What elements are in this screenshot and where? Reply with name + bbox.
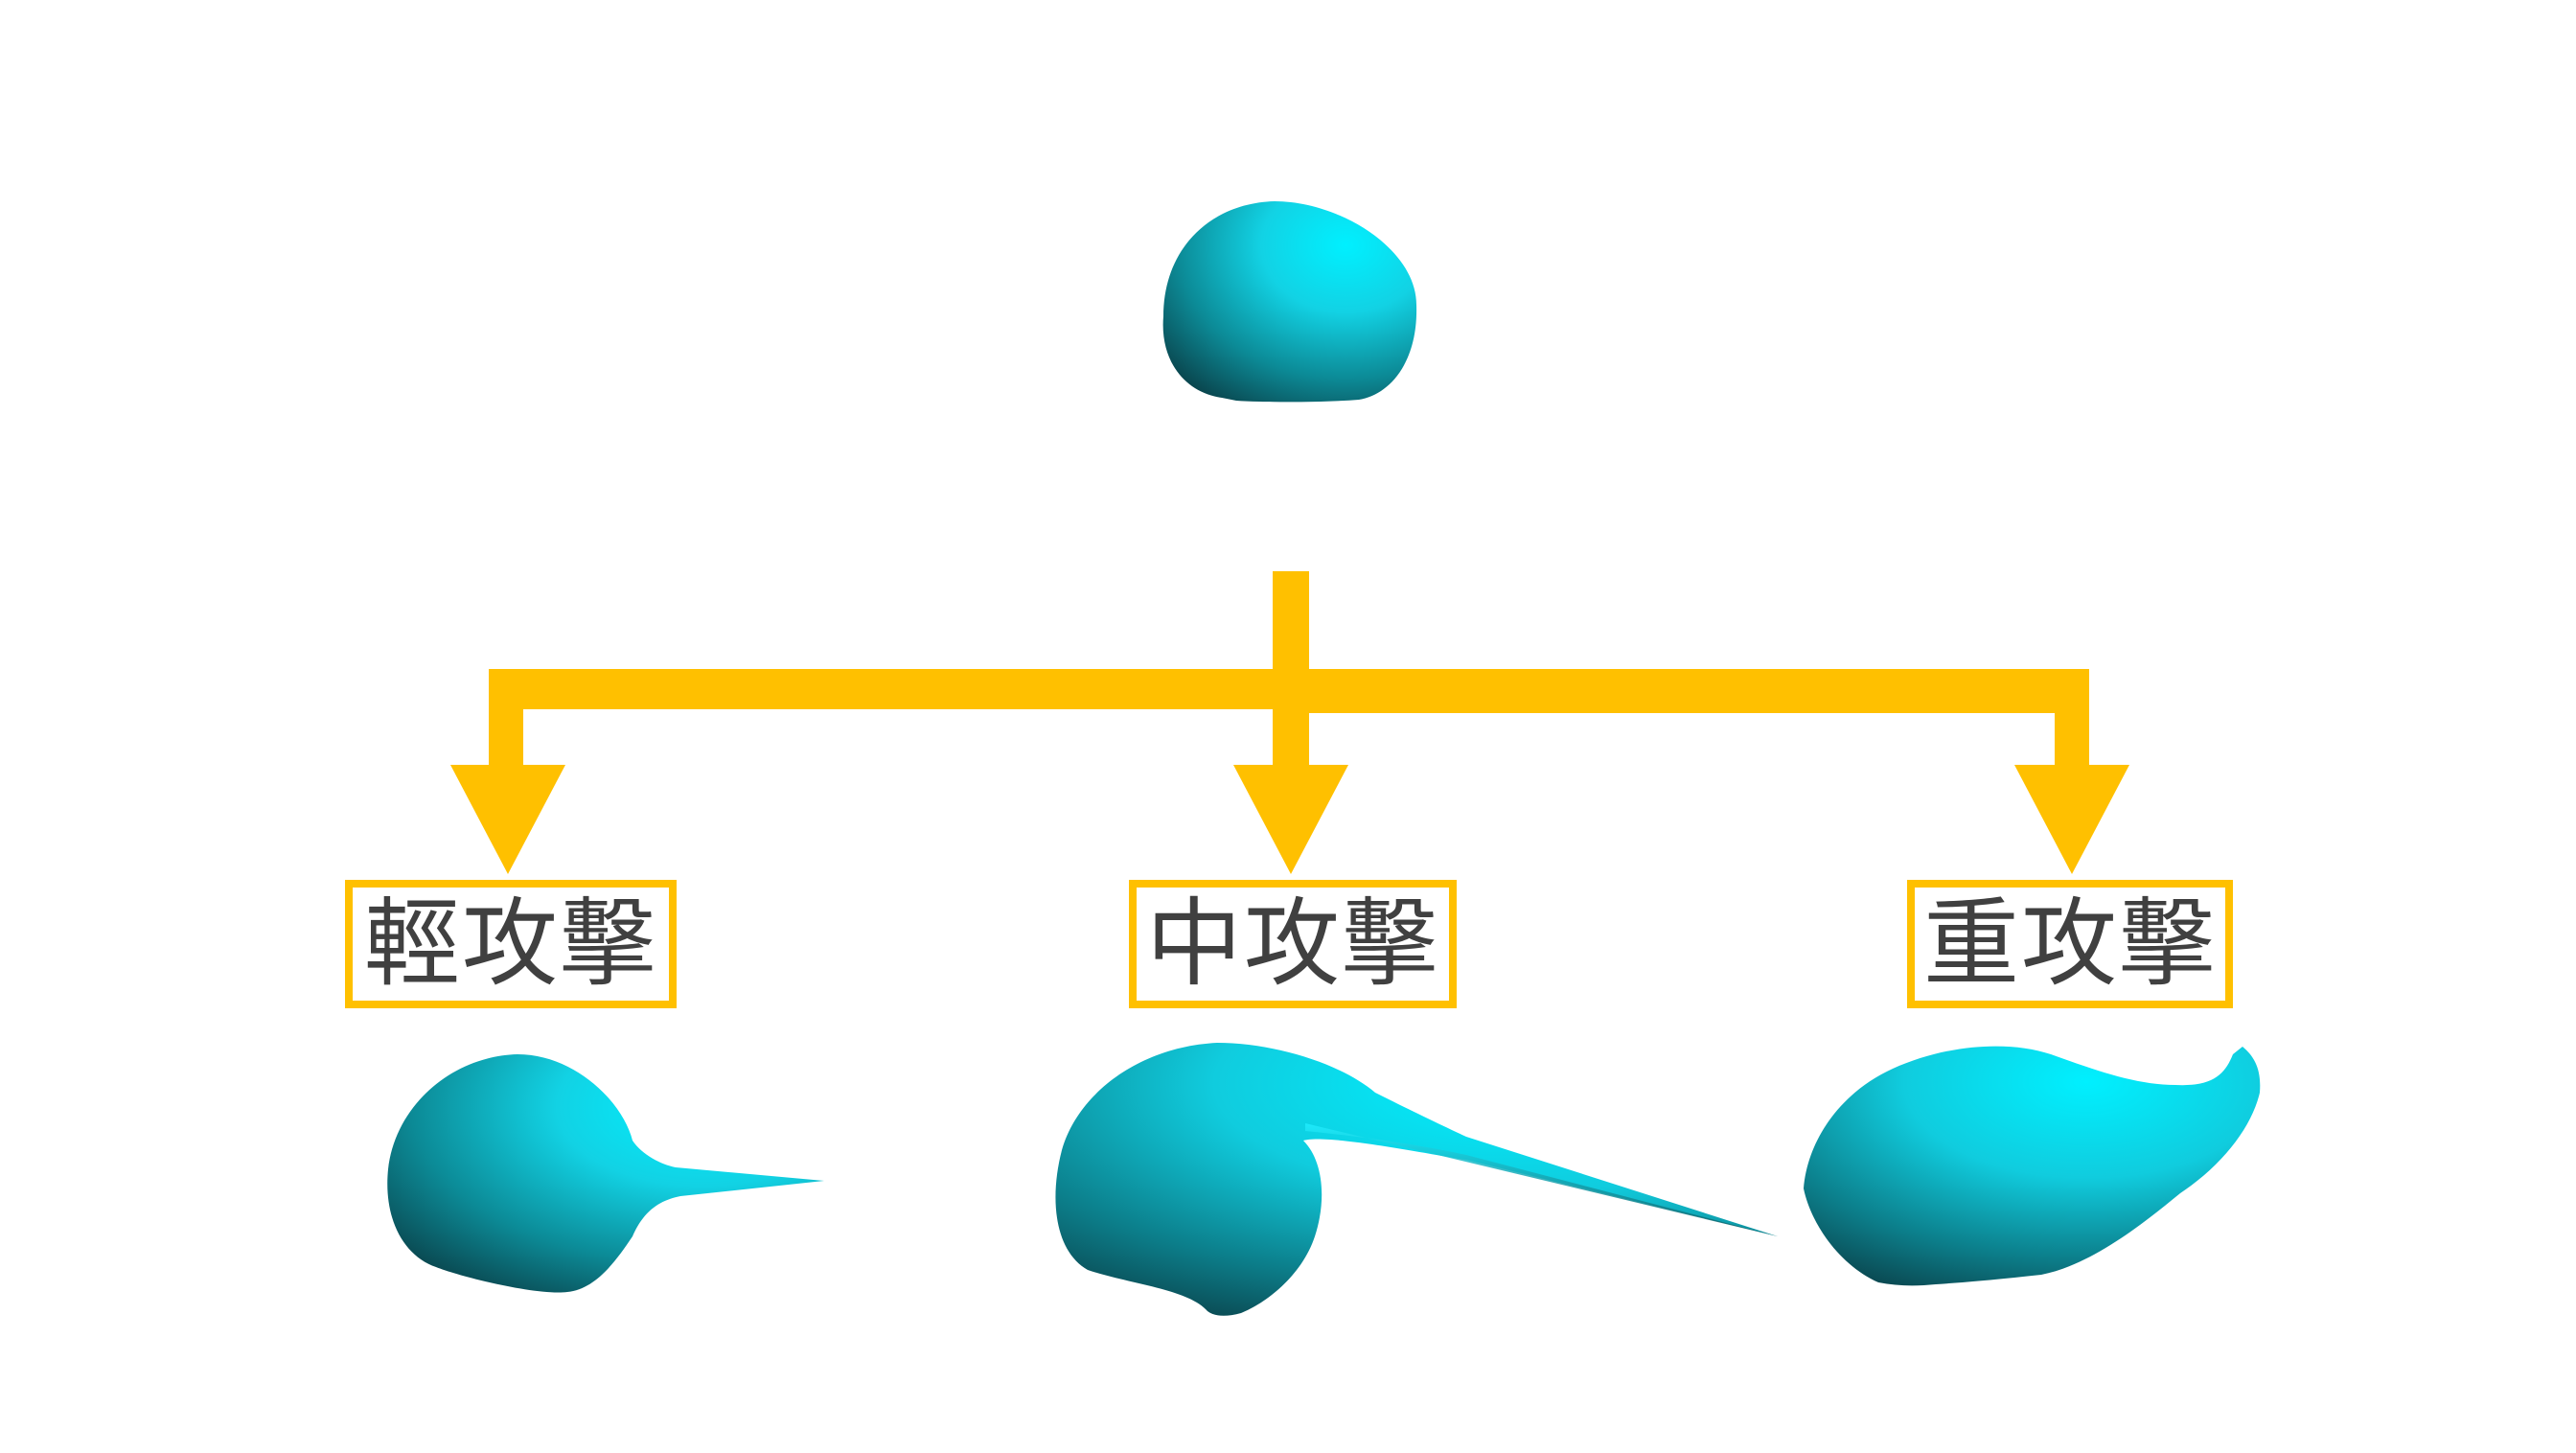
medium-attack-spike — [1305, 1123, 1778, 1236]
connector-bar-left-lower — [523, 703, 1273, 709]
medium-attack-blob — [1055, 1043, 1778, 1316]
light-attack-text: 輕攻擊 — [364, 888, 657, 1000]
connector-right-drop — [2055, 713, 2089, 769]
arrow-down-left — [450, 765, 565, 874]
connector-bar-bottom — [489, 703, 523, 769]
light-attack-label: 輕攻擊 — [345, 880, 677, 1008]
connector-center-drop — [1273, 692, 1309, 769]
arrow-down-center — [1233, 765, 1348, 874]
arrow-down-right — [2014, 765, 2129, 874]
medium-attack-text: 中攻擊 — [1146, 888, 1439, 1000]
connector-bar-right — [1309, 675, 2089, 713]
heavy-attack-label: 重攻擊 — [1907, 880, 2233, 1008]
idle-blob — [1162, 201, 1417, 403]
light-attack-blob — [387, 1054, 824, 1293]
heavy-attack-text: 重攻擊 — [1923, 888, 2217, 1000]
heavy-attack-blob — [1804, 1046, 2261, 1286]
medium-attack-label: 中攻擊 — [1129, 880, 1457, 1008]
